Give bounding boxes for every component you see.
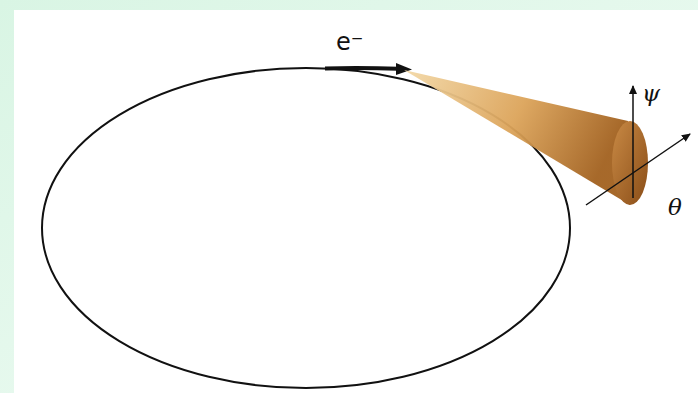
radiation-cone bbox=[404, 70, 630, 205]
axis-label: θ bbox=[668, 196, 682, 219]
electron-path bbox=[325, 66, 398, 71]
white-panel bbox=[14, 10, 698, 393]
particle-label: e⁻ bbox=[336, 30, 363, 54]
cone-cross-section bbox=[612, 121, 648, 205]
psi-axis bbox=[632, 86, 634, 198]
axis-label: ψ bbox=[642, 82, 660, 105]
theta-axis bbox=[586, 134, 690, 205]
